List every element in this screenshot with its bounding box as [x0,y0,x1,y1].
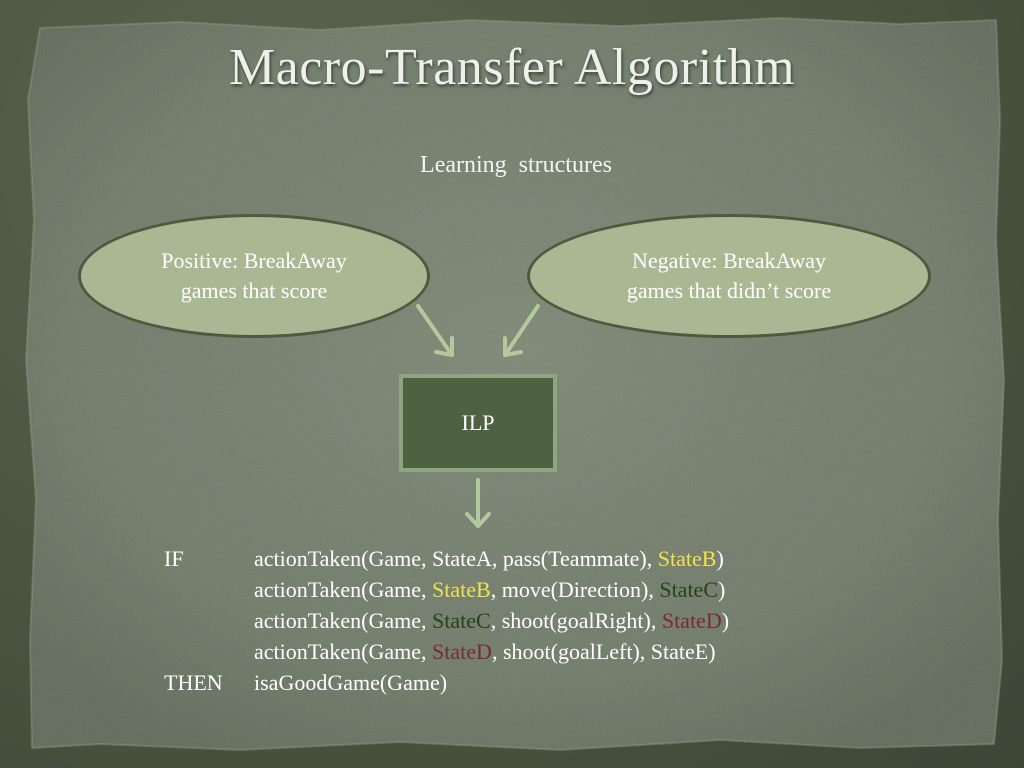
negative-examples-node: Negative: BreakAway games that didn’t sc… [527,214,931,338]
ilp-node: ILP [399,374,557,472]
rule-segment: actionTaken(Game, [254,608,433,633]
rule-segment: , shoot(goalRight), [490,608,662,633]
positive-line-1: Positive: BreakAway [161,248,347,273]
rule-segment: ) [721,608,730,633]
negative-line-1: Negative: BreakAway [631,248,827,273]
then-keyword: THEN [164,670,223,695]
rule-segment: StateC [432,608,491,633]
rule-segment: actionTaken(Game, [254,577,433,602]
rule-clause: actionTaken(Game, StateC, shoot(goalRigh… [254,605,729,636]
rule-segment: StateD [661,608,722,633]
rule-segment: StateB [432,577,491,602]
positive-examples-node: Positive: BreakAway games that score [78,214,430,338]
rule-segment: StateC [659,577,718,602]
slide-subtitle: Learning structures [420,152,612,178]
if-keyword: IF [164,546,184,571]
rule-segment: , shoot(goalLeft), StateE) [491,639,716,664]
rule-line-then: THEN isaGoodGame(Game) [164,667,924,698]
slide-title: Macro-Transfer Algorithm [228,39,796,96]
positive-line-2: games that score [180,278,328,303]
rule-line-2: actionTaken(Game, StateB, move(Direction… [164,574,924,605]
learned-rule: IF actionTaken(Game, StateA, pass(Teamma… [164,543,924,698]
rule-segment: ) [718,577,726,602]
rule-conclusion: isaGoodGame(Game) [254,670,448,695]
rule-line-4: actionTaken(Game, StateD, shoot(goalLeft… [164,636,924,667]
rule-line-1: IF actionTaken(Game, StateA, pass(Teamma… [164,543,924,574]
rule-line-3: actionTaken(Game, StateC, shoot(goalRigh… [164,605,924,636]
rule-segment: actionTaken(Game, [254,639,433,664]
rule-segment: actionTaken(Game, StateA, pass(Teammate)… [254,546,658,571]
rule-clause: actionTaken(Game, StateD, shoot(goalLeft… [254,636,716,667]
rule-segment: , move(Direction), [490,577,660,602]
rule-clause: actionTaken(Game, StateB, move(Direction… [254,574,725,605]
rule-segment: ) [716,546,724,571]
negative-line-2: games that didn’t score [626,278,832,303]
rule-segment: StateD [432,639,492,664]
rule-clause: actionTaken(Game, StateA, pass(Teammate)… [254,543,724,574]
rule-segment: StateB [657,546,717,571]
